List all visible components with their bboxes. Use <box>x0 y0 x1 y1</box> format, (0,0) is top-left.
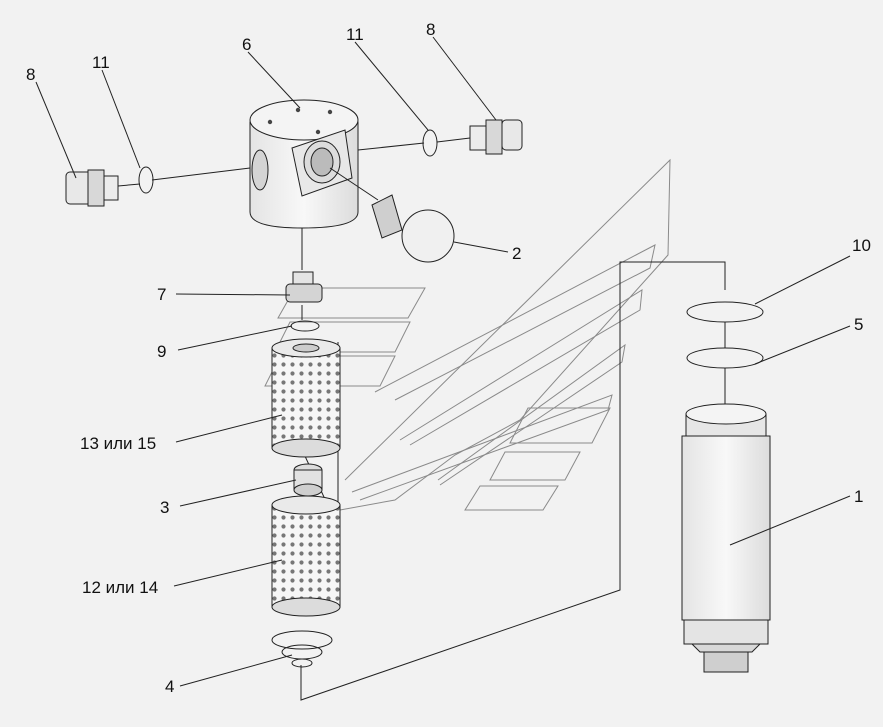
label-part-1: 1 <box>854 487 863 506</box>
label-part-6: 6 <box>242 35 251 54</box>
fitting-right <box>357 119 523 157</box>
filter-element-lower <box>271 495 341 617</box>
label-part-2: 2 <box>512 244 521 263</box>
label-part-9: 9 <box>157 342 166 361</box>
label-part-5: 5 <box>854 315 863 334</box>
spring <box>271 630 333 668</box>
ring-5 <box>686 347 764 369</box>
label-part-13-or-15: 13 или 15 <box>80 434 156 453</box>
label-part-8-right: 8 <box>426 20 435 39</box>
plug <box>329 167 455 263</box>
ghost-outline-group <box>264 158 671 511</box>
filter-bowl <box>681 403 771 673</box>
label-part-10: 10 <box>852 236 871 255</box>
housing-head <box>249 99 359 229</box>
nipple <box>285 271 323 303</box>
label-part-12-or-14: 12 или 14 <box>82 578 158 597</box>
label-part-11-right: 11 <box>346 25 364 44</box>
fitting-left <box>65 166 251 207</box>
label-part-7: 7 <box>157 285 166 304</box>
connector-3 <box>293 463 323 497</box>
label-part-8-left: 8 <box>26 65 35 84</box>
filter-element-upper <box>271 338 341 458</box>
label-part-11-left: 11 <box>92 53 110 72</box>
ring-10 <box>686 301 764 323</box>
callout-leaders <box>35 36 851 687</box>
label-part-3: 3 <box>160 498 169 517</box>
label-part-4: 4 <box>165 677 174 696</box>
callout-labels: 8 11 6 11 8 2 7 9 13 или 15 3 12 или 14 … <box>26 20 871 696</box>
